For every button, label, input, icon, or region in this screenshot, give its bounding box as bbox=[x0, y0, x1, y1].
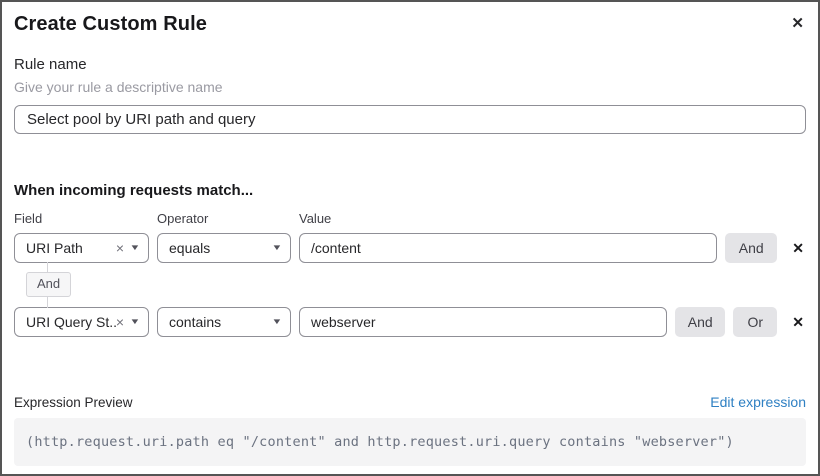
add-or-button-2[interactable]: Or bbox=[733, 307, 778, 337]
page-title: Create Custom Rule bbox=[14, 13, 207, 35]
edit-expression-link[interactable]: Edit expression bbox=[710, 394, 806, 410]
chevron-down-icon: ▼ bbox=[271, 243, 283, 252]
field-select-2[interactable]: URI Query St... × ▼ bbox=[14, 307, 149, 337]
condition-connector: And bbox=[14, 262, 806, 308]
field-select-1[interactable]: URI Path × ▼ bbox=[14, 233, 149, 263]
expression-preview-label: Expression Preview bbox=[14, 395, 133, 410]
rule-name-label: Rule name bbox=[14, 56, 87, 73]
match-section-heading: When incoming requests match... bbox=[14, 182, 254, 199]
connector-and-badge: And bbox=[26, 272, 72, 297]
condition-row-1: URI Path × ▼ equals ▼ And ✕ bbox=[14, 233, 806, 263]
remove-condition-button-1[interactable]: ✕ bbox=[792, 240, 804, 256]
chevron-down-icon: ▼ bbox=[271, 317, 283, 326]
rule-name-input[interactable] bbox=[14, 105, 806, 134]
match-section: When incoming requests match... Field Op… bbox=[14, 181, 806, 337]
column-labels: Field Operator Value bbox=[14, 211, 806, 227]
operator-select-1[interactable]: equals ▼ bbox=[157, 233, 291, 263]
expression-code: (http.request.uri.path eq "/content" and… bbox=[26, 434, 734, 450]
field-select-2-value: URI Query St... bbox=[26, 314, 116, 330]
chevron-down-icon: ▼ bbox=[129, 243, 141, 252]
dialog-header: Create Custom Rule ✕ bbox=[14, 12, 806, 36]
operator-select-1-value: equals bbox=[169, 240, 211, 256]
value-column-label: Value bbox=[299, 211, 332, 226]
expression-preview-header: Expression Preview Edit expression bbox=[14, 394, 806, 410]
value-input-2[interactable] bbox=[299, 307, 668, 337]
field-column-label: Field bbox=[14, 211, 43, 226]
field-select-1-value: URI Path bbox=[26, 240, 83, 256]
clear-icon[interactable]: × bbox=[115, 314, 125, 330]
operator-select-2-value: contains bbox=[169, 314, 222, 330]
add-and-button-2[interactable]: And bbox=[675, 307, 726, 337]
expression-preview-section: Expression Preview Edit expression (http… bbox=[14, 394, 806, 466]
add-and-button-1[interactable]: And bbox=[725, 233, 778, 263]
value-input-1[interactable] bbox=[299, 233, 718, 263]
rule-name-helper: Give your rule a descriptive name bbox=[14, 79, 223, 95]
rule-name-section: Rule name Give your rule a descriptive n… bbox=[14, 56, 806, 134]
chevron-down-icon: ▼ bbox=[129, 317, 141, 326]
expression-code-block: (http.request.uri.path eq "/content" and… bbox=[14, 418, 806, 466]
close-icon[interactable]: ✕ bbox=[791, 15, 804, 32]
operator-column-label: Operator bbox=[157, 211, 209, 226]
operator-select-2[interactable]: contains ▼ bbox=[157, 307, 291, 337]
clear-icon[interactable]: × bbox=[115, 240, 125, 256]
condition-row-2: URI Query St... × ▼ contains ▼ And Or ✕ bbox=[14, 307, 806, 337]
remove-condition-button-2[interactable]: ✕ bbox=[792, 314, 804, 330]
